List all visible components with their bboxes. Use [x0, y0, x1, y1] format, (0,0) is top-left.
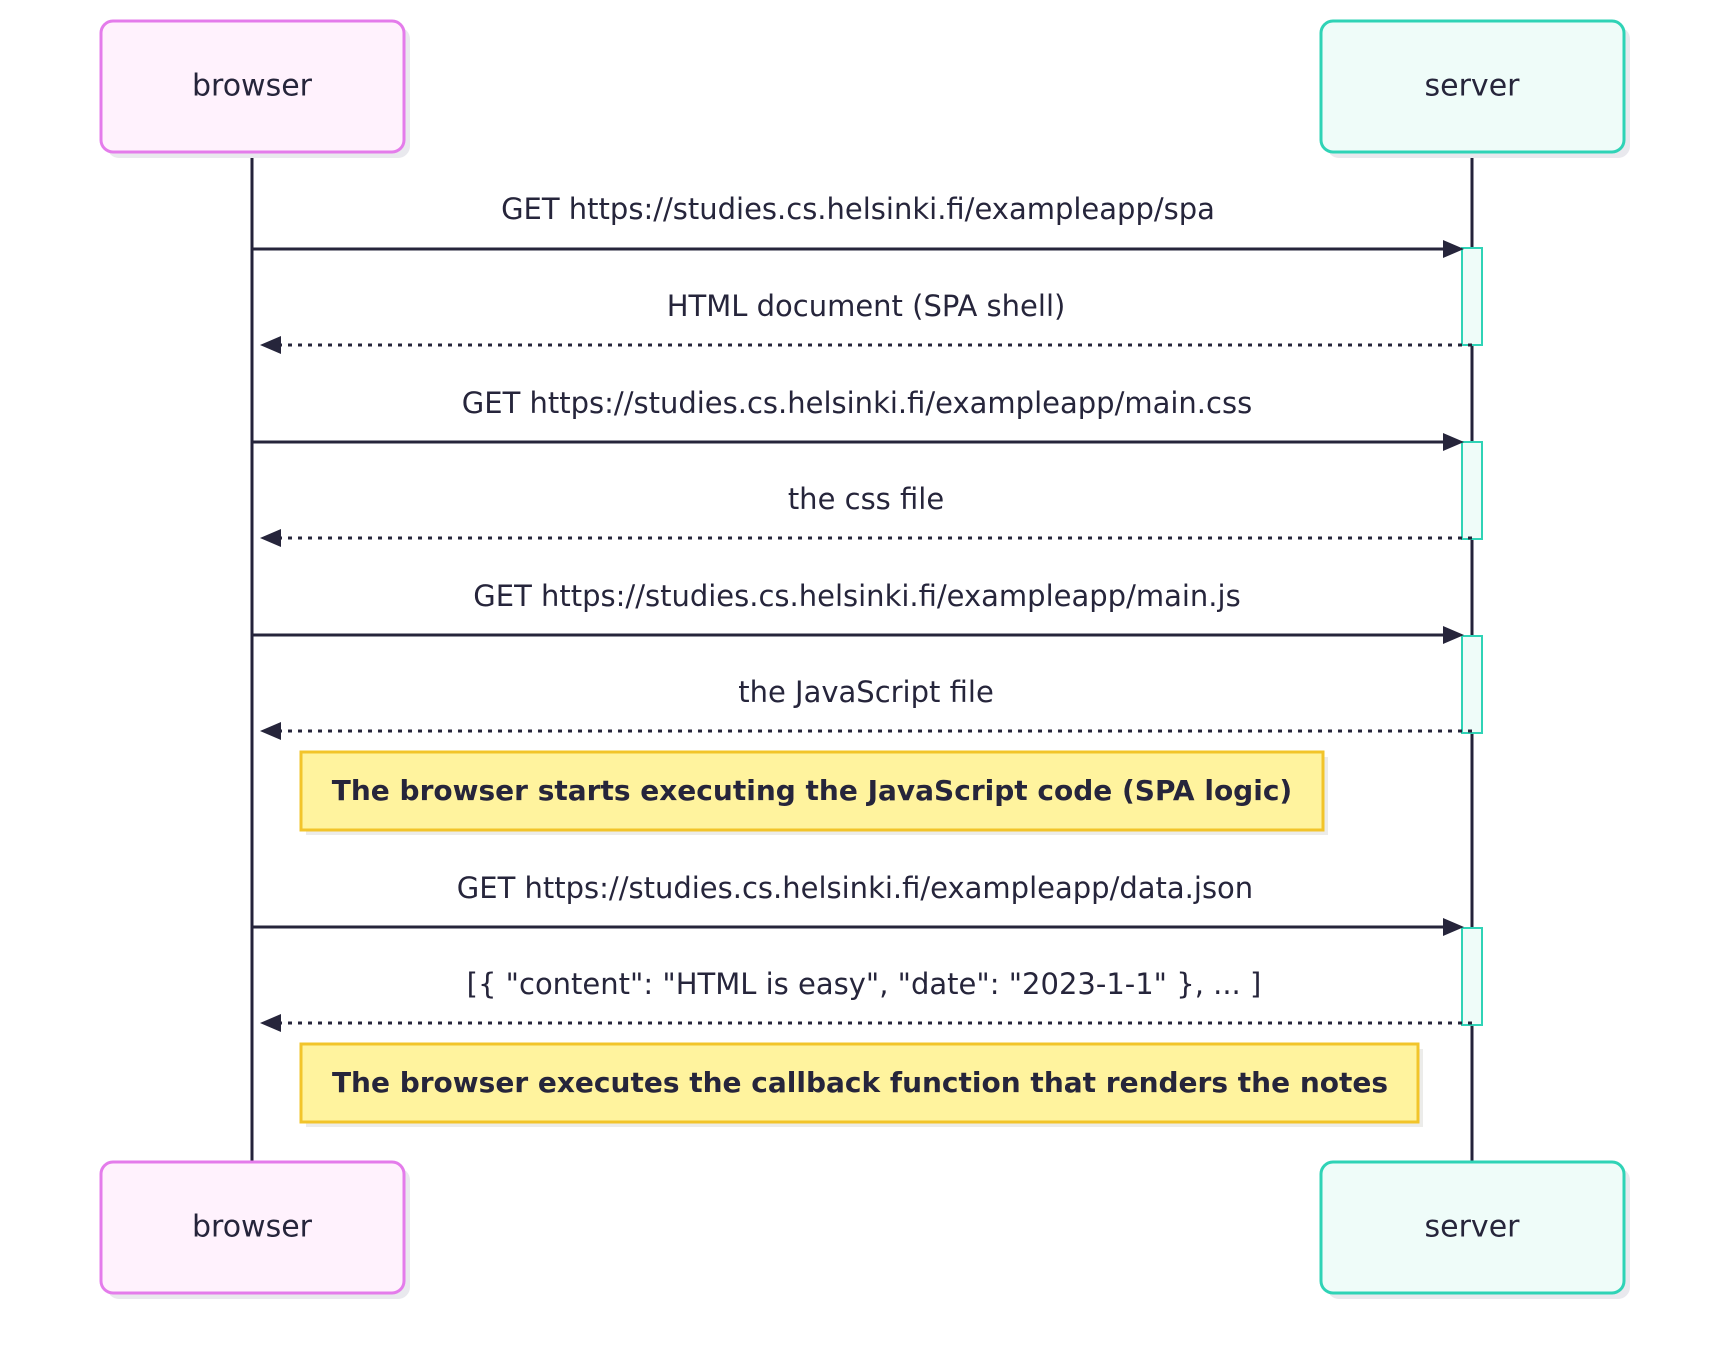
- note: The browser starts executing the JavaScr…: [299, 750, 1328, 835]
- message-label: GET https://studies.cs.helsinki.fi/examp…: [501, 192, 1215, 226]
- server-activation: [1461, 635, 1483, 734]
- browser-actor-label: browser: [192, 1210, 313, 1245]
- arrowhead-icon: [1443, 626, 1464, 644]
- message-label: [{ "content": "HTML is easy", "date": "2…: [467, 967, 1262, 1001]
- server-activation: [1461, 247, 1483, 346]
- note-box: [299, 750, 1325, 832]
- message-label: GET https://studies.cs.helsinki.fi/examp…: [473, 579, 1240, 613]
- message-label: the css file: [788, 482, 944, 516]
- server-activation: [1461, 441, 1483, 540]
- browser-actor-bottom: browser: [99, 1160, 410, 1299]
- arrowhead-icon: [260, 722, 281, 740]
- message-request: GET https://studies.cs.helsinki.fi/examp…: [252, 386, 1464, 451]
- message-label: the JavaScript file: [738, 675, 994, 709]
- arrowhead-icon: [1443, 240, 1464, 258]
- arrowhead-icon: [260, 1014, 281, 1032]
- message-response: [{ "content": "HTML is easy", "date": "2…: [260, 967, 1472, 1032]
- message-request: GET https://studies.cs.helsinki.fi/examp…: [252, 871, 1464, 936]
- note-text: The browser starts executing the JavaScr…: [332, 774, 1292, 807]
- browser-actor-top: browser: [99, 19, 410, 158]
- message-response: HTML document (SPA shell): [260, 289, 1472, 354]
- browser-actor-label: browser: [192, 69, 313, 104]
- note-box: [299, 1042, 1420, 1124]
- server-actor-label: server: [1425, 1210, 1521, 1245]
- message-label: GET https://studies.cs.helsinki.fi/examp…: [462, 386, 1252, 420]
- server-activation: [1461, 927, 1483, 1026]
- server-actor-label: server: [1425, 69, 1521, 104]
- arrowhead-icon: [1443, 918, 1464, 936]
- message-response: the JavaScript file: [260, 675, 1472, 740]
- note: The browser executes the callback functi…: [299, 1042, 1423, 1127]
- arrowhead-icon: [260, 336, 281, 354]
- message-response: the css file: [260, 482, 1472, 547]
- server-actor-bottom: server: [1319, 1160, 1630, 1299]
- arrowhead-icon: [1443, 433, 1464, 451]
- server-actor-top: server: [1319, 19, 1630, 158]
- message-label: GET https://studies.cs.helsinki.fi/examp…: [457, 871, 1253, 905]
- message-request: GET https://studies.cs.helsinki.fi/examp…: [252, 579, 1464, 644]
- message-request: GET https://studies.cs.helsinki.fi/examp…: [252, 192, 1464, 258]
- arrowhead-icon: [260, 529, 281, 547]
- message-label: HTML document (SPA shell): [667, 289, 1066, 323]
- note-text: The browser executes the callback functi…: [332, 1066, 1388, 1099]
